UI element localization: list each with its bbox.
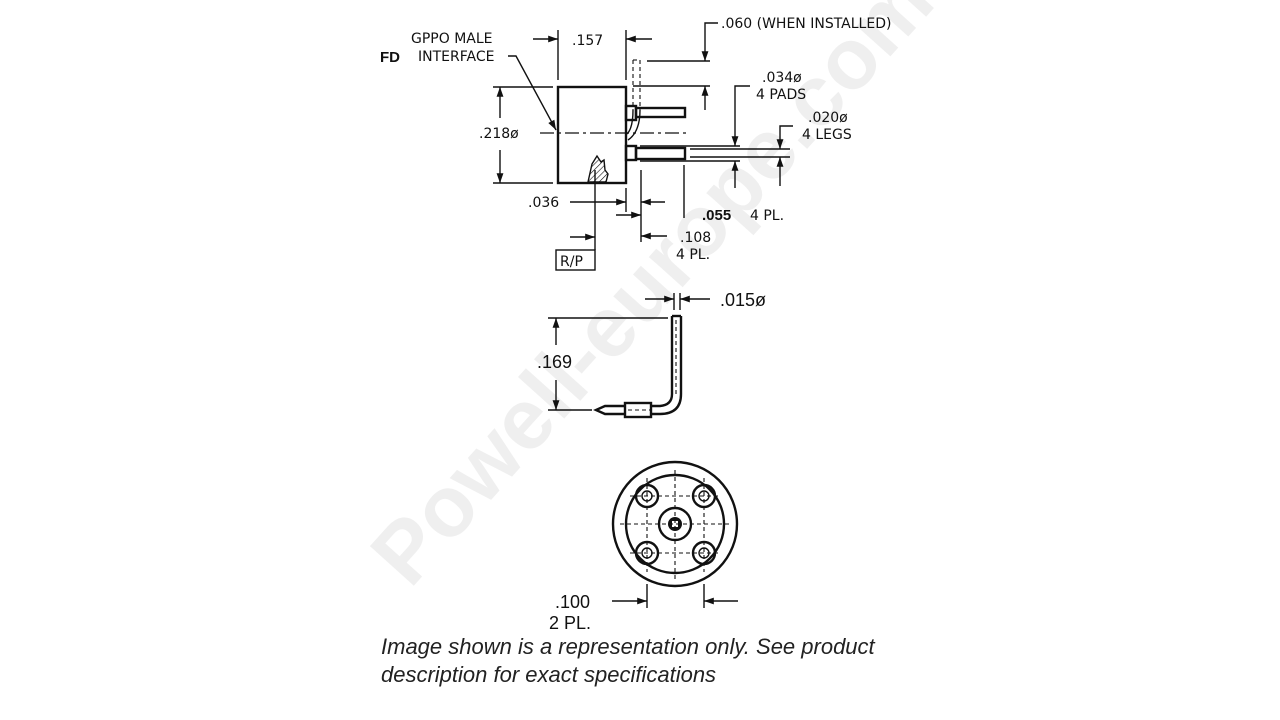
- dim-flange: .036: [528, 195, 559, 211]
- pad-top-right: [691, 483, 717, 509]
- dim-pads-qty: 4 PADS: [756, 87, 806, 103]
- dim-pin-height: .169: [537, 352, 572, 372]
- end-view: .100 2 PL.: [549, 460, 739, 633]
- dim-width: .157: [572, 33, 603, 49]
- dim-pad-spacing-qty: 4 PL.: [750, 208, 784, 224]
- dim-installed: .060 (WHEN INSTALLED): [721, 16, 891, 32]
- pad-bottom-left: [634, 540, 660, 566]
- dim-spacing: .100: [555, 592, 590, 612]
- dim-legs: .020ø: [808, 110, 848, 126]
- disclaimer-caption: Image shown is a representation only. Se…: [381, 634, 875, 687]
- ref-box: R/P: [560, 254, 583, 270]
- dim-pads: .034ø: [762, 70, 802, 86]
- pad-bottom-right: [691, 540, 717, 566]
- dim-leg-length: .108: [680, 230, 711, 246]
- pad-top-left: [634, 483, 660, 509]
- cutaway-hatch: [587, 154, 609, 183]
- dim-pad-spacing: .055: [702, 207, 731, 224]
- dim-leg-length-qty: 4 PL.: [676, 247, 710, 263]
- side-view: .157 GPPO MALE INTERFACE FD .060 (WHEN I…: [380, 16, 891, 271]
- pin-detail: .015ø .169: [537, 290, 766, 419]
- interface-label-2: INTERFACE: [418, 49, 494, 65]
- dim-diameter: .218ø: [479, 126, 519, 142]
- watermark: Powell-europe.com: [353, 0, 952, 603]
- dim-legs-qty: 4 LEGS: [802, 127, 852, 143]
- dim-spacing-qty: 2 PL.: [549, 613, 591, 633]
- dim-pin-diameter: .015ø: [720, 290, 766, 310]
- interface-label: GPPO MALE: [411, 31, 493, 47]
- series-label: FD: [380, 49, 400, 66]
- connector-body: [556, 85, 628, 185]
